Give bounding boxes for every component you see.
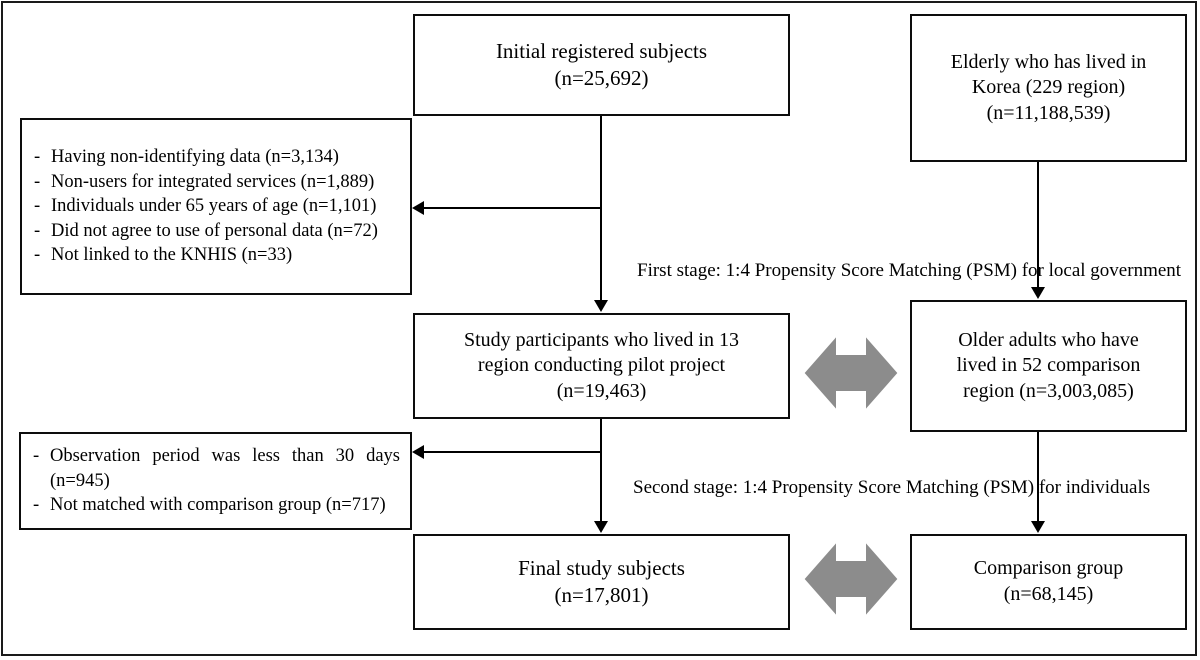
arrowhead-left-to-exclusion-first (412, 201, 424, 215)
arrowhead-down-to-study-participants (594, 300, 608, 312)
exclusion-item: - Observation period was less than 30 da… (33, 444, 400, 493)
node-comparison-group-label: Comparison group (n=68,145) (973, 557, 1124, 605)
exclusion-item-text: Individuals under 65 years of age (n=1,1… (51, 196, 377, 217)
exclusion-item-text: Did not agree to use of personal data (n… (51, 220, 378, 241)
connector-elderly-to-older-adults-vertical (1037, 162, 1039, 288)
bullet-dash: - (33, 495, 40, 516)
node-initial-registered-subjects: Initial registered subjects (n=25,692) (413, 14, 790, 116)
connector-study-to-final-vertical (600, 419, 602, 522)
arrowhead-down-to-older-adults (1031, 287, 1045, 299)
node-elderly-korea: Elderly who has lived in Korea (229 regi… (910, 14, 1187, 162)
exclusion-item-text: Non-users for integrated services (n=1,8… (51, 171, 375, 192)
exclusion-item-text: Observation period was less than 30 days… (50, 446, 400, 491)
exclusion-list-first: - Having non-identifying data (n=3,134) … (22, 145, 410, 268)
connector-older-adults-to-comparison-vertical (1037, 432, 1039, 522)
exclusion-item-text: Having non-identifying data (n=3,134) (51, 147, 339, 168)
exclusion-box-first-stage: - Having non-identifying data (n=3,134) … (20, 118, 412, 295)
exclusion-box-second-stage: - Observation period was less than 30 da… (19, 432, 412, 530)
bullet-dash: - (34, 147, 41, 168)
exclusion-item: - Not linked to the KNHIS (n=33) (34, 243, 400, 268)
label-second-stage-psm: Second stage: 1:4 Propensity Score Match… (633, 477, 1151, 498)
double-headed-arrow-icon-second-stage (804, 540, 898, 618)
node-final-study-subjects: Final study subjects (n=17,801) (413, 534, 790, 630)
bullet-dash: - (33, 446, 40, 467)
exclusion-item-text: Not matched with comparison group (n=717… (50, 495, 386, 516)
node-initial-registered-subjects-label: Initial registered subjects (n=25,692) (495, 39, 708, 90)
node-elderly-korea-label: Elderly who has lived in Korea (229 regi… (950, 50, 1147, 124)
node-older-adults-comparison: Older adults who have lived in 52 compar… (910, 300, 1187, 432)
node-study-participants-label: Study participants who lived in 13 regio… (464, 328, 739, 402)
connector-exclusion-second-horizontal (424, 451, 601, 453)
bullet-dash: - (34, 171, 41, 192)
node-comparison-group: Comparison group (n=68,145) (910, 534, 1187, 630)
node-final-study-subjects-label: Final study subjects (n=17,801) (518, 556, 685, 607)
exclusion-item: - Having non-identifying data (n=3,134) (34, 145, 400, 170)
bullet-dash: - (34, 196, 41, 217)
bullet-dash: - (34, 245, 41, 266)
exclusion-item-text: Not linked to the KNHIS (n=33) (51, 245, 293, 266)
node-older-adults-comparison-label: Older adults who have lived in 52 compar… (956, 328, 1141, 402)
exclusion-item: - Individuals under 65 years of age (n=1… (34, 194, 400, 219)
connector-initial-to-study-vertical (600, 116, 602, 301)
node-study-participants: Study participants who lived in 13 regio… (413, 313, 790, 419)
bullet-dash: - (34, 220, 41, 241)
exclusion-item: - Did not agree to use of personal data … (34, 219, 400, 244)
arrowhead-down-to-final-subjects (594, 521, 608, 533)
arrowhead-left-to-exclusion-second (412, 445, 424, 459)
exclusion-item: - Not matched with comparison group (n=7… (33, 493, 400, 518)
exclusion-item: - Non-users for integrated services (n=1… (34, 170, 400, 195)
label-first-stage-psm: First stage: 1:4 Propensity Score Matchi… (637, 260, 1182, 281)
exclusion-list-second: - Observation period was less than 30 da… (21, 444, 410, 518)
connector-exclusion-first-horizontal (424, 207, 601, 209)
arrowhead-down-to-comparison-group (1031, 521, 1045, 533)
double-headed-arrow-icon-first-stage (804, 334, 898, 412)
